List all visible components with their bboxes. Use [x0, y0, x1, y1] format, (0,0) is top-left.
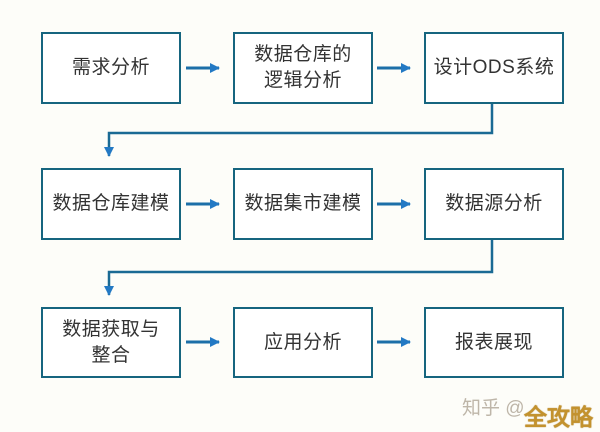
flow-box-report-presentation: 报表展现: [424, 307, 564, 378]
flow-box-requirements-analysis: 需求分析: [41, 32, 181, 104]
connector-source-to-acquisition: [104, 240, 494, 296]
flow-box-data-acquisition-integration: 数据获取与 整合: [41, 307, 181, 378]
flow-box-data-source-analysis: 数据源分析: [424, 168, 564, 240]
watermark-brand: 全攻略: [524, 404, 593, 430]
watermark-zhihu-handle: 知乎 @: [462, 398, 525, 419]
flow-box-design-ods-system: 设计ODS系统: [424, 32, 564, 104]
connector-ods-to-dw-modeling: [104, 104, 494, 157]
flow-box-dw-modeling: 数据仓库建模: [41, 168, 181, 240]
flow-box-application-analysis: 应用分析: [233, 307, 373, 378]
flow-box-dw-logical-analysis: 数据仓库的 逻辑分析: [233, 32, 373, 104]
flow-box-data-mart-modeling: 数据集市建模: [233, 168, 373, 240]
